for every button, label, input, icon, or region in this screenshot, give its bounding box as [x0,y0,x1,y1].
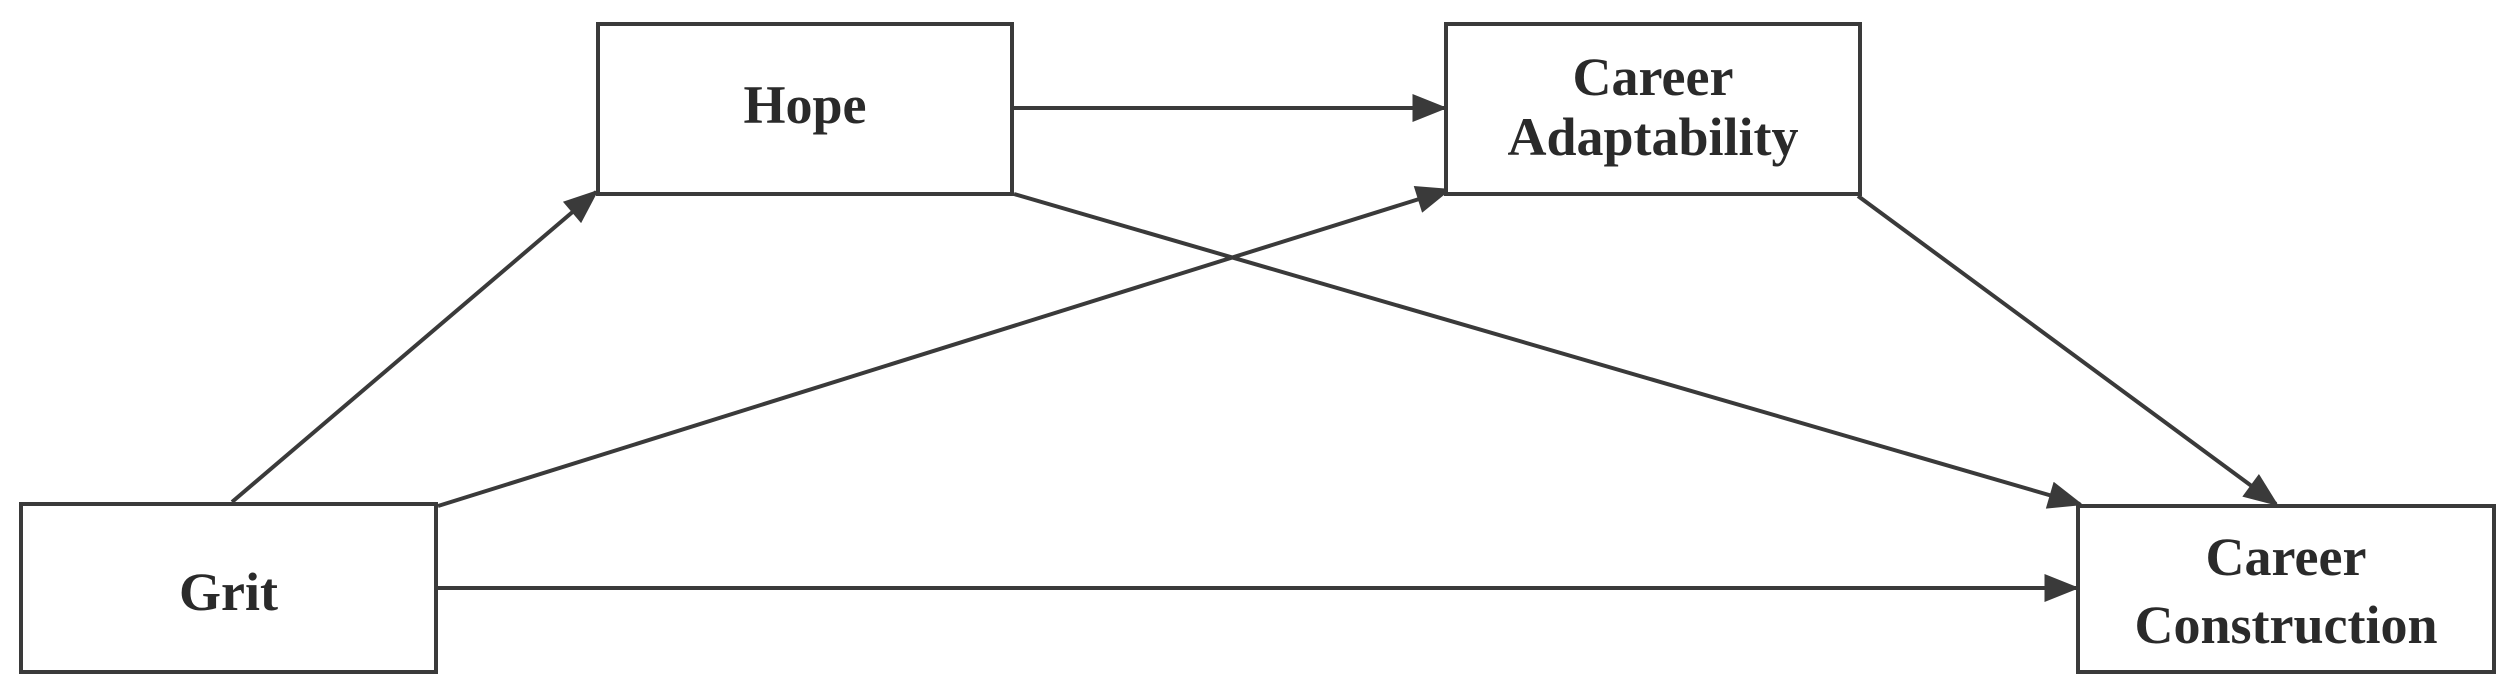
node-career-construction: Career Construction [2076,504,2496,674]
node-hope-label-line-1: Hope [743,75,867,135]
node-hope: Hope [596,22,1014,196]
node-grit: Grit [19,502,438,674]
arrow-grit-to-hope [230,189,599,504]
node-career-construction-label-line-1: Career [2205,527,2367,587]
node-career-adaptability: Career Adaptability [1444,22,1862,196]
arrow-career-adaptability-to-career-construction [1856,194,2279,507]
edge-layer [230,94,2279,602]
node-career-adaptability-label-line-1: Career [1572,47,1734,107]
arrow-grit-to-career-adaptability [437,186,1452,508]
node-grit-label-line-1: Grit [179,562,278,622]
arrow-hope-to-career-construction [1013,192,2084,509]
node-career-adaptability-label-line-2: Adaptability [1507,107,1799,167]
node-career-construction-label-line-2: Construction [2134,595,2438,655]
